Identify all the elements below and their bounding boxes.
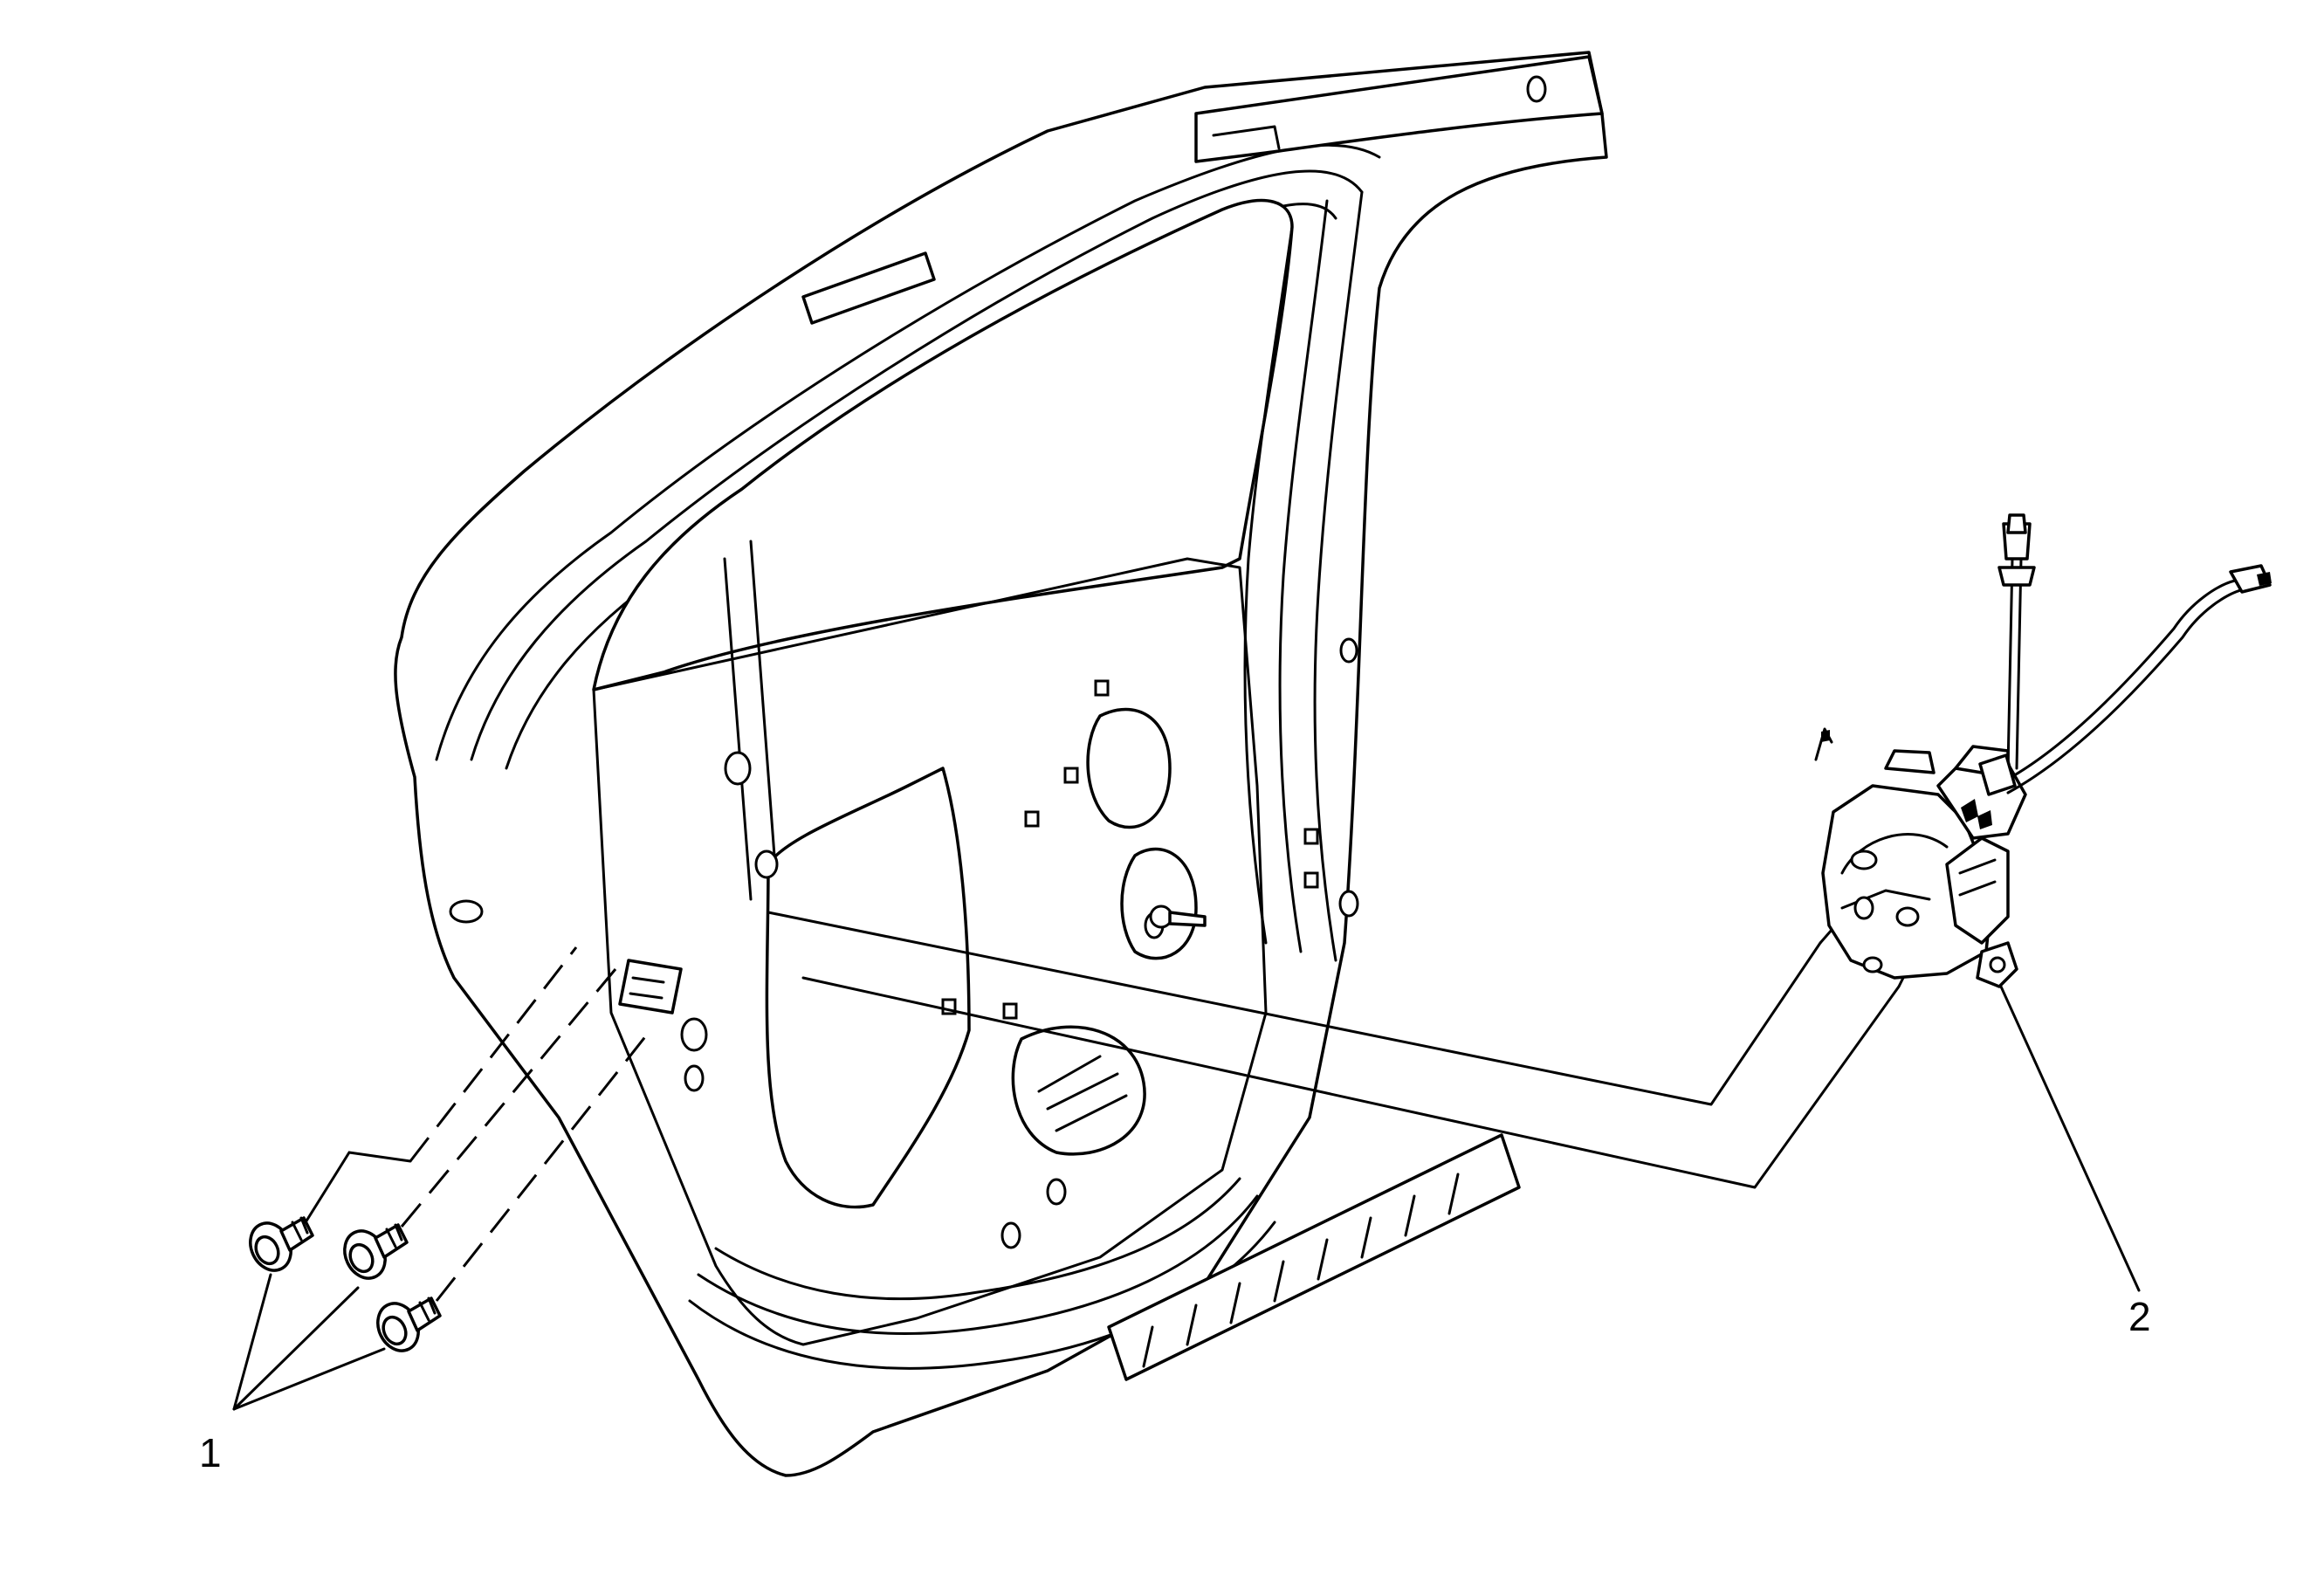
door-lock-latch (1814, 513, 2272, 988)
rear-door-frame (394, 51, 1608, 1477)
callout-leaders (232, 985, 2141, 1411)
bolt (376, 1297, 442, 1352)
bolt (343, 1223, 409, 1280)
callout-1-label: 1 (199, 1430, 222, 1475)
callout-2-label: 2 (2128, 1294, 2151, 1339)
bolts (249, 946, 652, 1352)
bolt (249, 1216, 314, 1272)
